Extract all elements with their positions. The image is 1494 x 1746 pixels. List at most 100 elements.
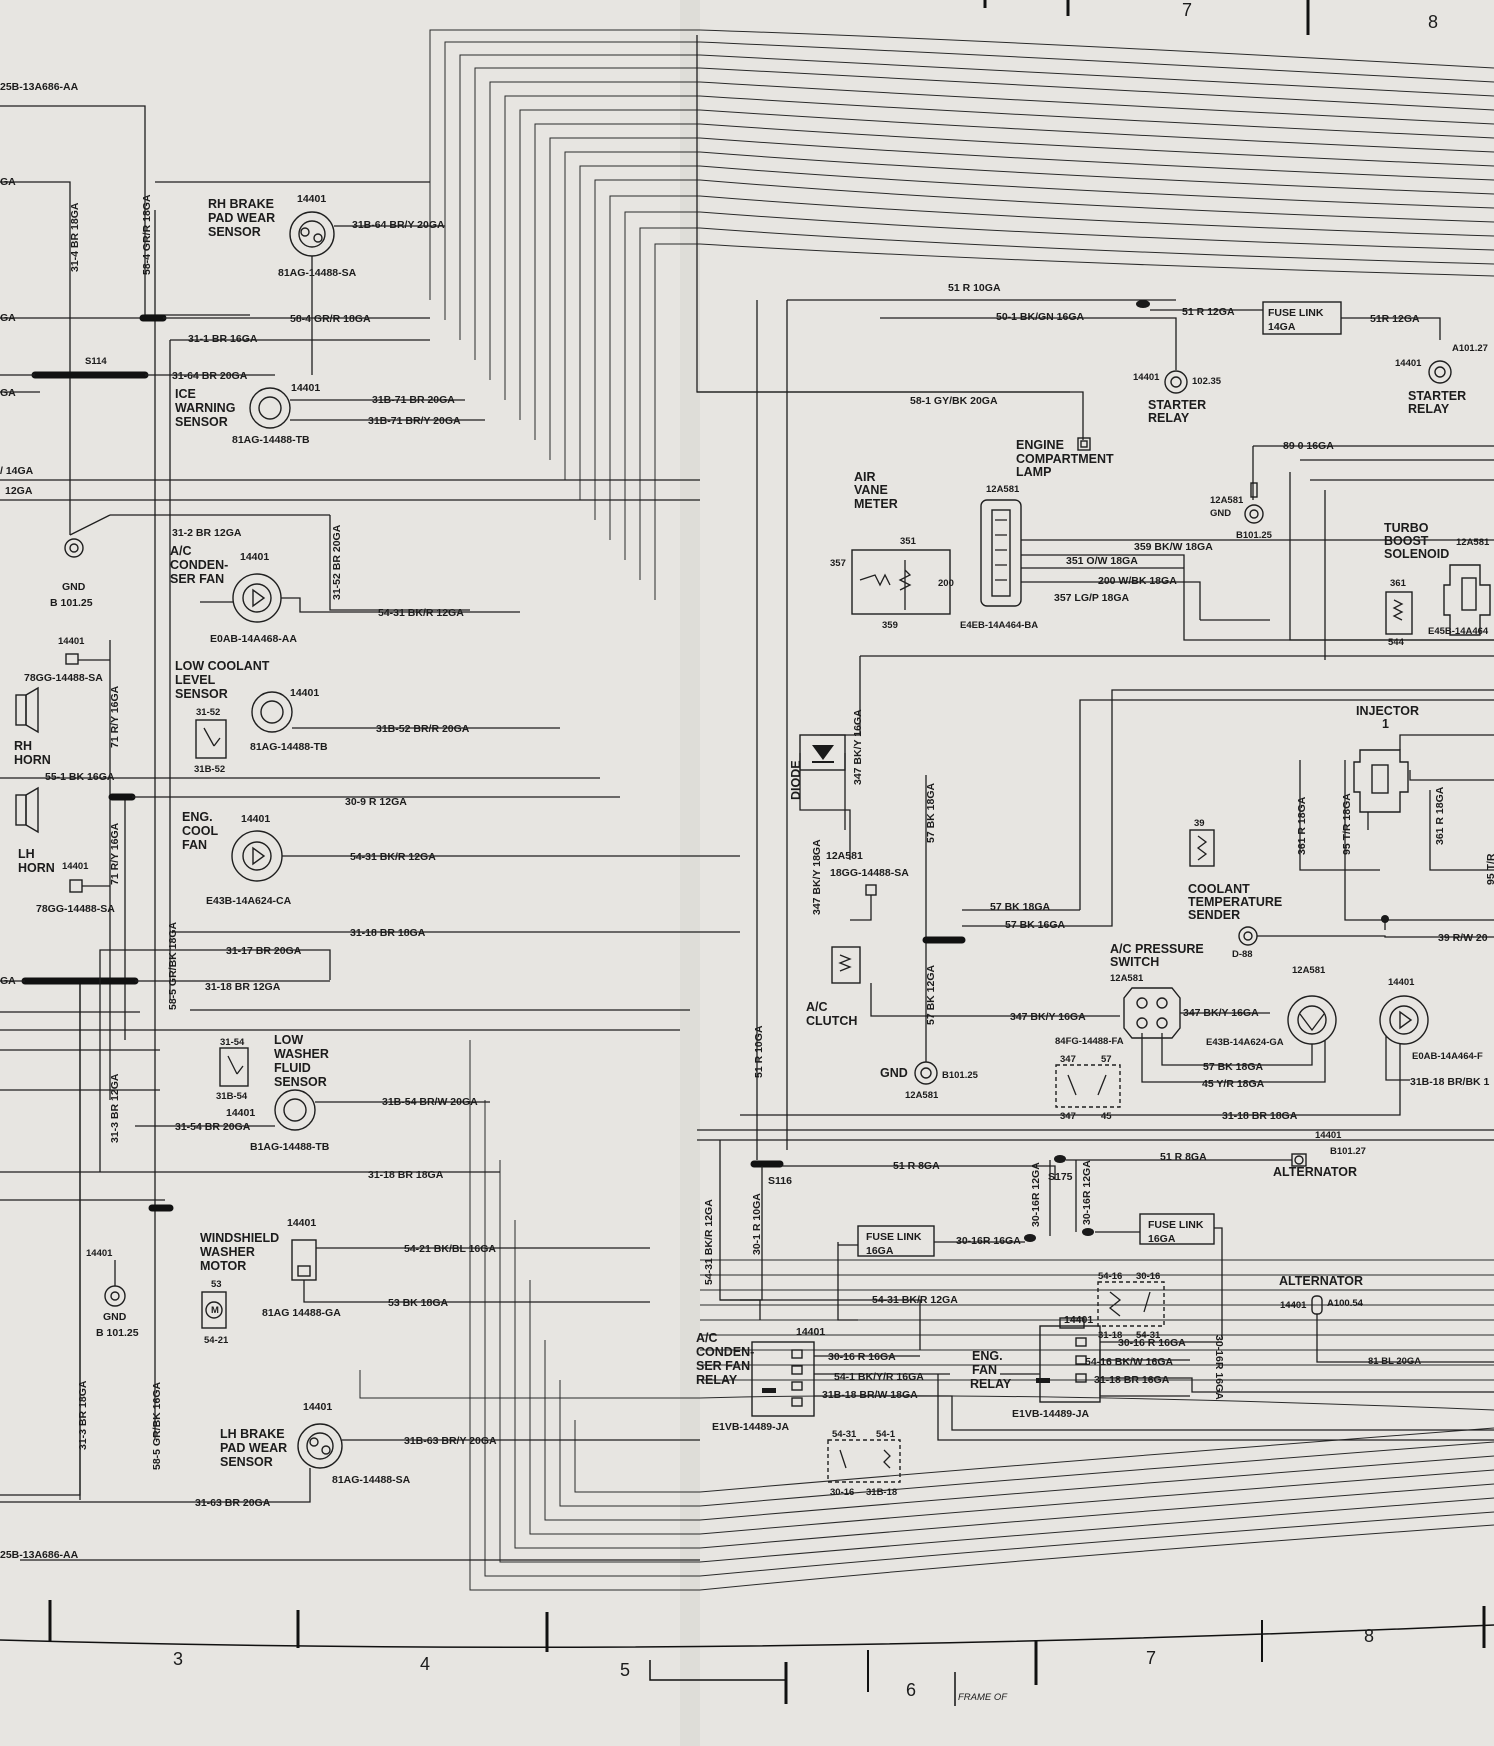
svg-text:E4EB-14A464-BA: E4EB-14A464-BA xyxy=(960,620,1038,631)
svg-text:E1VB-14489-JA: E1VB-14489-JA xyxy=(712,1421,789,1433)
svg-text:30-16: 30-16 xyxy=(830,1487,854,1498)
svg-text:12A581: 12A581 xyxy=(905,1090,939,1101)
svg-text:B 101.25: B 101.25 xyxy=(50,597,93,609)
svg-text:14401: 14401 xyxy=(303,1401,332,1413)
gnd-left-2: 14401 GND B 101.25 xyxy=(86,1248,139,1339)
svg-text:LAMP: LAMP xyxy=(1016,465,1051,479)
svg-text:ALTERNATOR: ALTERNATOR xyxy=(1273,1165,1357,1179)
wire-label-54-1: 54-1 BK/Y/R 16GA xyxy=(834,1371,924,1383)
wire-label-31-17: 31-17 BR 20GA xyxy=(226,945,302,957)
svg-text:METER: METER xyxy=(854,497,898,511)
wire-label-347-a: 347 BK/Y 16GA xyxy=(852,709,864,785)
wire-label-81: 81 BL 20GA xyxy=(1368,1356,1421,1367)
svg-text:12A581: 12A581 xyxy=(1210,495,1244,506)
svg-text:57: 57 xyxy=(1101,1054,1112,1065)
svg-text:SWITCH: SWITCH xyxy=(1110,955,1159,969)
svg-text:E43B-14A624-CA: E43B-14A624-CA xyxy=(206,895,292,907)
svg-text:B1AG-14488-TB: B1AG-14488-TB xyxy=(250,1141,330,1153)
grid-bottom-5: 5 xyxy=(620,1660,630,1680)
frame-note: FRAME OF xyxy=(958,1692,1008,1703)
ac-clutch: 12A581 18GG-14488-SA A/C CLUTCH xyxy=(806,850,1120,1028)
starter-relay-a: 14401 102.35 STARTER RELAY xyxy=(1133,370,1222,425)
wire-label-51-r-8-b: 51 R 8GA xyxy=(1160,1151,1207,1163)
svg-text:LH BRAKE: LH BRAKE xyxy=(220,1427,285,1441)
svg-text:FAN: FAN xyxy=(972,1363,997,1377)
svg-text:A/C: A/C xyxy=(170,544,192,558)
svg-text:14401: 14401 xyxy=(1315,1130,1342,1141)
svg-text:12A581: 12A581 xyxy=(1292,965,1326,976)
svg-text:E45B-14A464: E45B-14A464 xyxy=(1428,626,1489,637)
wire-label-357: 357 LG/P 18GA xyxy=(1054,592,1130,604)
svg-text:14401: 14401 xyxy=(291,382,320,394)
fuse-link-16ga-a: FUSE LINK 16GA xyxy=(857,1225,935,1257)
grid-bottom-4: 4 xyxy=(420,1654,430,1674)
splice-s114-label: S114 xyxy=(85,356,107,367)
wire-label-39: 39 R/W 20 xyxy=(1438,932,1488,944)
svg-text:54-31: 54-31 xyxy=(1136,1330,1161,1341)
wire-label-57-a: 57 BK 18GA xyxy=(925,782,937,843)
wire-label-54-31-c: 54-31 BK/R 12GA xyxy=(703,1199,715,1285)
wire-label-200: 200 W/BK 18GA xyxy=(1098,575,1177,587)
connector-top-left: 25B-13A686-AA xyxy=(0,81,79,93)
svg-text:361: 361 xyxy=(1390,578,1407,589)
svg-text:B101.25: B101.25 xyxy=(942,1070,979,1081)
svg-text:18GG-14488-SA: 18GG-14488-SA xyxy=(830,867,909,879)
wire-label-31b-18-bk: 31B-18 BR/BK 1 xyxy=(1410,1076,1490,1088)
svg-text:12A581: 12A581 xyxy=(986,484,1020,495)
svg-text:CONDEN-: CONDEN- xyxy=(170,558,228,572)
svg-text:HORN: HORN xyxy=(14,753,51,767)
left-wiring: 25B-13A686-AA S114 GA GA GA / 14GA xyxy=(0,81,740,1561)
svg-text:RELAY: RELAY xyxy=(696,1373,738,1387)
svg-text:39: 39 xyxy=(1194,818,1205,829)
svg-text:14401: 14401 xyxy=(1133,372,1160,383)
wire-label-31-64: 31-64 BR 20GA xyxy=(172,370,248,382)
air-vane-connector: 12A581 E4EB-14A464-BA xyxy=(960,484,1494,631)
svg-text:14401: 14401 xyxy=(290,687,319,699)
svg-text:54-1: 54-1 xyxy=(876,1429,896,1440)
svg-text:A101.27: A101.27 xyxy=(1452,343,1488,354)
wire-label-95-a: 95 T/R 18GA xyxy=(1341,793,1353,855)
svg-text:MOTOR: MOTOR xyxy=(200,1259,246,1273)
eng-cool-fan: ENG. COOL FAN 14401 E43B-14A624-CA xyxy=(182,810,740,907)
splice-s175 xyxy=(1054,1155,1066,1163)
wire-label-58-1: 58-1 GY/BK 20GA xyxy=(910,395,998,407)
svg-text:E1VB-14489-JA: E1VB-14489-JA xyxy=(1012,1408,1089,1420)
wire-label-54-16: 54-16 BK/W 16GA xyxy=(1085,1356,1174,1368)
svg-text:81AG-14488-TB: 81AG-14488-TB xyxy=(250,741,328,753)
svg-text:12A581: 12A581 xyxy=(1456,537,1490,548)
svg-text:GA: GA xyxy=(0,387,16,399)
wire-label-54-31-d: 54-31 BK/R 12GA xyxy=(872,1294,958,1306)
wire-label-31-54: 31-54 BR 20GA xyxy=(175,1121,251,1133)
grid-frame: 7 8 3 4 5 6 7 8 FRAME OF xyxy=(0,0,1494,1706)
wire-label-31-18-c: 31-18 BR 18GA xyxy=(368,1169,444,1181)
svg-text:FLUID: FLUID xyxy=(274,1061,311,1075)
turbo-boost-solenoid: TURBO BOOST SOLENOID 12A581 361 544 E45B… xyxy=(1384,521,1491,648)
svg-text:31B-54: 31B-54 xyxy=(216,1091,248,1102)
svg-text:12A581: 12A581 xyxy=(1110,973,1144,984)
svg-text:WINDSHIELD: WINDSHIELD xyxy=(200,1231,279,1245)
svg-text:SENSOR: SENSOR xyxy=(274,1075,327,1089)
svg-text:RH BRAKE: RH BRAKE xyxy=(208,197,274,211)
wire-label-31b-18-bw: 31B-18 BR/W 18GA xyxy=(822,1389,918,1401)
wire-label-31b-63: 31B-63 BR/Y 20GA xyxy=(404,1435,497,1447)
wire-label-45: 45 Y/R 18GA xyxy=(1202,1078,1265,1090)
lh-horn: LH HORN 14401 78GG-14488-SA xyxy=(15,786,115,915)
wire-label-361-a: 361 R 18GA xyxy=(1296,796,1308,855)
eng-fan-relay: ENG. FAN RELAY 14401 E1VB-14489-JA 54-16… xyxy=(970,1271,1494,1420)
svg-text:SENSOR: SENSOR xyxy=(175,415,228,429)
diode: DIODE xyxy=(789,655,1494,860)
injector-1: INJECTOR 1 xyxy=(1353,704,1494,830)
svg-text:GA: GA xyxy=(0,176,16,188)
svg-text:347: 347 xyxy=(1060,1111,1076,1122)
svg-text:347: 347 xyxy=(1060,1054,1076,1065)
svg-text:PAD WEAR: PAD WEAR xyxy=(208,211,275,225)
svg-text:STARTER: STARTER xyxy=(1408,389,1466,403)
svg-text:GA: GA xyxy=(0,312,16,324)
wire-label-58-5-b: 58-5 GR/BK 16GA xyxy=(151,1381,163,1470)
svg-text:FAN: FAN xyxy=(182,838,207,852)
svg-text:14401: 14401 xyxy=(297,193,326,205)
svg-text:E0AB-14A468-AA: E0AB-14A468-AA xyxy=(210,633,297,645)
wire-label-31b-64: 31B-64 BR/Y 20GA xyxy=(352,219,445,231)
